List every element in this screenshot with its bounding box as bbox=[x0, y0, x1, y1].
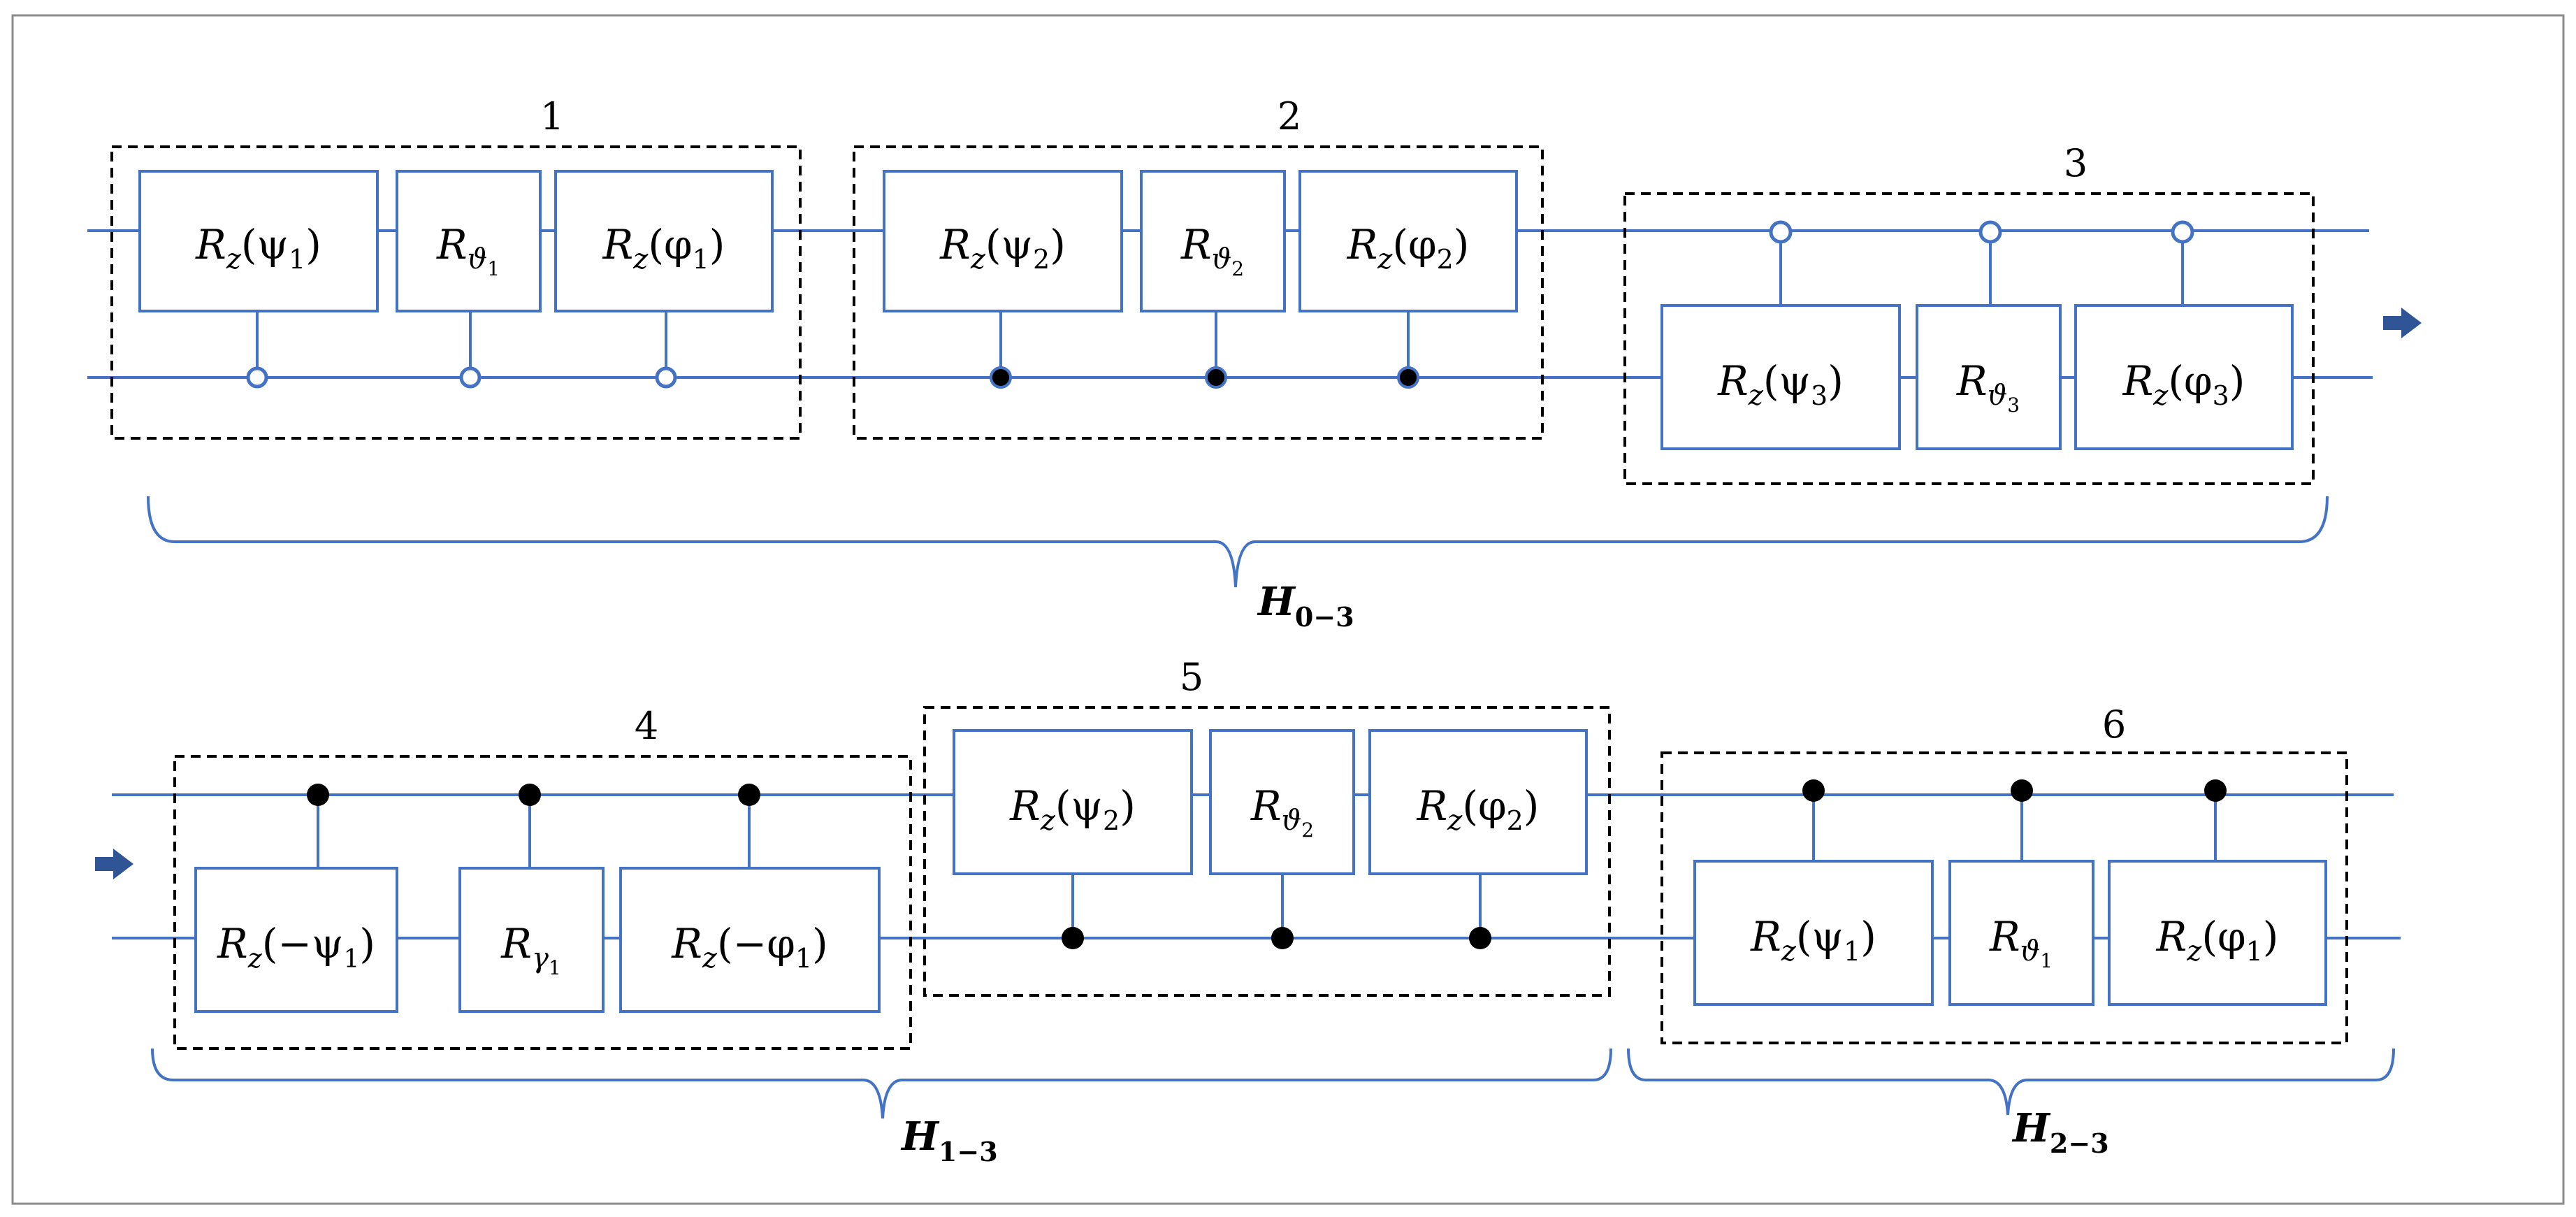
gate-rz-phi3 bbox=[2074, 304, 2294, 450]
gate-rz-phi3-label: Rz(φ3) bbox=[2122, 357, 2245, 412]
group-4-label: 4 bbox=[635, 704, 658, 748]
gate-rz-neg-psi1 bbox=[194, 867, 398, 1013]
gate-r-gamma1 bbox=[458, 867, 605, 1013]
group-2-label: 2 bbox=[1278, 94, 1301, 138]
group-2-box bbox=[853, 145, 1544, 440]
gate-rz-phi2 bbox=[1298, 170, 1518, 312]
gate-rz-psi1-label: Rz(ψ1) bbox=[195, 221, 321, 275]
gate-r-theta1-label: Rϑ1 bbox=[436, 221, 500, 280]
gate-rz-phi2-b bbox=[1368, 729, 1588, 875]
gate-rz-psi3-label: Rz(ψ3) bbox=[1717, 357, 1844, 412]
brace-h0-3 bbox=[147, 496, 2329, 588]
closed-control-dot bbox=[1802, 779, 1825, 802]
gate-rz-psi2-label: Rz(ψ2) bbox=[939, 221, 1066, 275]
brace-h2-3-label: H2−3 bbox=[2011, 1105, 2109, 1159]
arrow-right-icon bbox=[2383, 308, 2422, 338]
group-3-label: 3 bbox=[2064, 141, 2087, 185]
arrow-right-icon bbox=[95, 849, 133, 879]
group-5-box bbox=[923, 706, 1611, 997]
open-control-dot bbox=[459, 366, 482, 389]
gate-r-theta2-b-label: Rϑ2 bbox=[1250, 782, 1314, 842]
brace-h1-3-label: H1−3 bbox=[900, 1114, 998, 1167]
gate-rz-phi2-label: Rz(φ2) bbox=[1347, 221, 1470, 275]
gate-r-theta2 bbox=[1140, 170, 1286, 312]
gate-rz-phi1-b-label: Rz(φ1) bbox=[2156, 913, 2279, 967]
gate-r-theta1-b-label: Rϑ1 bbox=[1989, 913, 2053, 972]
gate-r-theta3 bbox=[1916, 304, 2062, 450]
closed-control-dot bbox=[738, 784, 760, 806]
gate-rz-phi1 bbox=[554, 170, 774, 312]
gate-r-theta3-label: Rϑ3 bbox=[1956, 357, 2020, 417]
closed-control-dot bbox=[2011, 779, 2033, 802]
closed-control-dot bbox=[1397, 366, 1419, 389]
gate-rz-psi2 bbox=[883, 170, 1123, 312]
gate-rz-psi1-b-label: Rz(ψ1) bbox=[1750, 913, 1876, 967]
group-3-box bbox=[1623, 192, 2315, 485]
gate-rz-phi2-b-label: Rz(φ2) bbox=[1417, 782, 1540, 837]
closed-control-dot bbox=[1271, 927, 1294, 949]
gate-r-gamma1-label: Rγ1 bbox=[500, 920, 560, 979]
gate-rz-neg-psi1-label: Rz(−ψ1) bbox=[217, 920, 375, 974]
open-control-dot bbox=[1978, 220, 2002, 244]
gate-rz-psi2-b-label: Rz(ψ2) bbox=[1009, 782, 1136, 837]
open-control-dot bbox=[246, 366, 268, 389]
brace-h2-3 bbox=[1627, 1048, 2395, 1116]
brace-h0-3-label: H0−3 bbox=[1257, 579, 1354, 633]
closed-control-dot bbox=[1205, 366, 1227, 389]
gate-rz-psi3 bbox=[1660, 304, 1901, 450]
closed-control-dot bbox=[990, 366, 1012, 389]
group-5-label: 5 bbox=[1180, 655, 1203, 699]
group-1-label: 1 bbox=[540, 94, 564, 138]
closed-control-dot bbox=[1469, 927, 1491, 949]
open-control-dot bbox=[1769, 220, 1793, 244]
closed-control-dot bbox=[307, 784, 329, 806]
gate-rz-phi1-b bbox=[2108, 860, 2327, 1006]
open-control-dot bbox=[655, 366, 677, 389]
group-1-box bbox=[110, 145, 802, 440]
top-row: 1 Rz(ψ1) Rϑ1 Rz(φ1) 2 Rz(ψ2) Rϑ2 Rz(φ2) … bbox=[87, 94, 2422, 633]
gate-rz-psi1 bbox=[138, 170, 379, 312]
bottom-row: 4 Rz(−ψ1) Rγ1 Rz(−φ1) 5 Rz(ψ2) Rϑ2 Rz(φ2… bbox=[95, 655, 2401, 1167]
gate-r-theta2-label: Rϑ2 bbox=[1180, 221, 1244, 280]
closed-control-dot bbox=[2204, 779, 2227, 802]
gate-rz-neg-phi1-label: Rz(−φ1) bbox=[671, 920, 827, 974]
gate-r-theta2-b bbox=[1209, 729, 1355, 875]
group-6-label: 6 bbox=[2102, 703, 2126, 747]
gate-r-theta1-b bbox=[1948, 860, 2094, 1006]
brace-h1-3 bbox=[151, 1048, 1612, 1119]
gate-r-theta1 bbox=[396, 170, 542, 312]
gate-rz-psi2-b bbox=[953, 729, 1193, 875]
gate-rz-neg-phi1 bbox=[619, 867, 881, 1013]
group-6-box bbox=[1660, 751, 2348, 1044]
open-control-dot bbox=[2171, 220, 2194, 244]
closed-control-dot bbox=[1062, 927, 1084, 949]
gate-rz-phi1-label: Rz(φ1) bbox=[602, 221, 725, 275]
closed-control-dot bbox=[519, 784, 541, 806]
gate-rz-psi1-b bbox=[1693, 860, 1934, 1006]
